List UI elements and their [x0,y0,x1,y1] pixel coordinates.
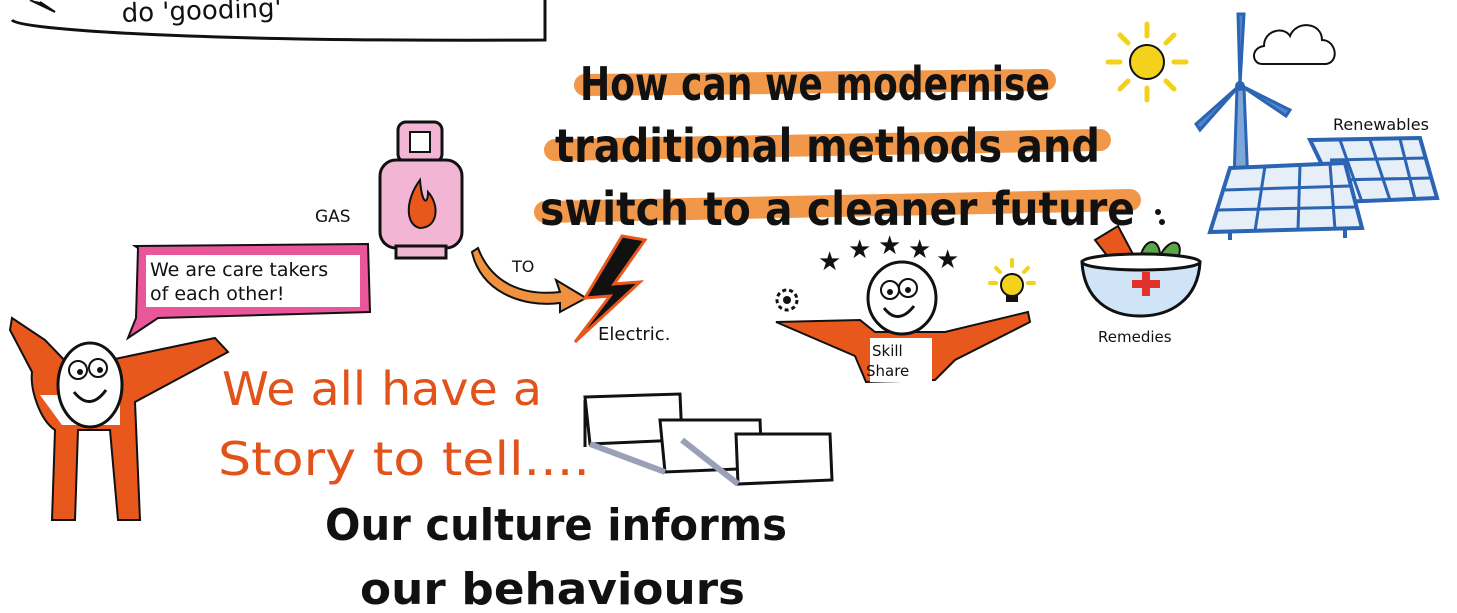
speech-bubble-line-2: of each other! [150,283,284,305]
svg-text:★: ★ [936,245,959,275]
skill-share-figure-icon [775,260,1032,384]
headline-line-3: switch to a cleaner future [540,182,1135,236]
remedy-bowl-icon [1080,209,1202,318]
solar-panel-icon [1207,135,1440,240]
gas-cylinder-icon [378,120,464,260]
arrow-icon [470,246,589,314]
skill-share-label-2: Share [866,362,909,380]
stick-figure-icon [8,316,230,521]
headline: How can we modernise traditional methods… [534,57,1141,236]
svg-text:★: ★ [908,235,931,265]
speech-bubble-line-1: We are care takers [150,259,328,281]
skill-share-label-1: Skill [872,342,903,360]
remedies-label: Remedies [1098,328,1172,346]
lightbulb-icon [988,258,1036,302]
headline-line-1: How can we modernise [580,57,1050,111]
film-strip-icon [583,392,834,487]
cloud-icon [1253,24,1336,65]
svg-text:★: ★ [818,247,841,277]
story-line-2: Story to tell.... [218,432,590,486]
story-line-1: We all have a [222,362,542,416]
headline-line-2: traditional methods and [555,119,1100,173]
lightning-icon [573,234,648,344]
svg-text:★: ★ [878,231,901,261]
top-box-text: do 'gooding' [121,0,282,29]
sun-icon [1105,21,1189,103]
top-box: do 'gooding' [10,0,547,42]
gear-icon [775,288,799,312]
culture-line-1: Our culture informs [325,500,787,551]
svg-text:★: ★ [848,235,871,265]
star-icon: ★ ★ ★ ★ ★ [818,231,959,277]
to-label: TO [511,257,534,276]
culture-line-2: our behaviours [360,564,745,613]
gas-label: GAS [315,207,351,227]
speech-bubble: We are care takers of each other! [125,242,372,341]
renewables-label: Renewables [1333,115,1429,134]
electric-label: Electric. [598,324,670,345]
